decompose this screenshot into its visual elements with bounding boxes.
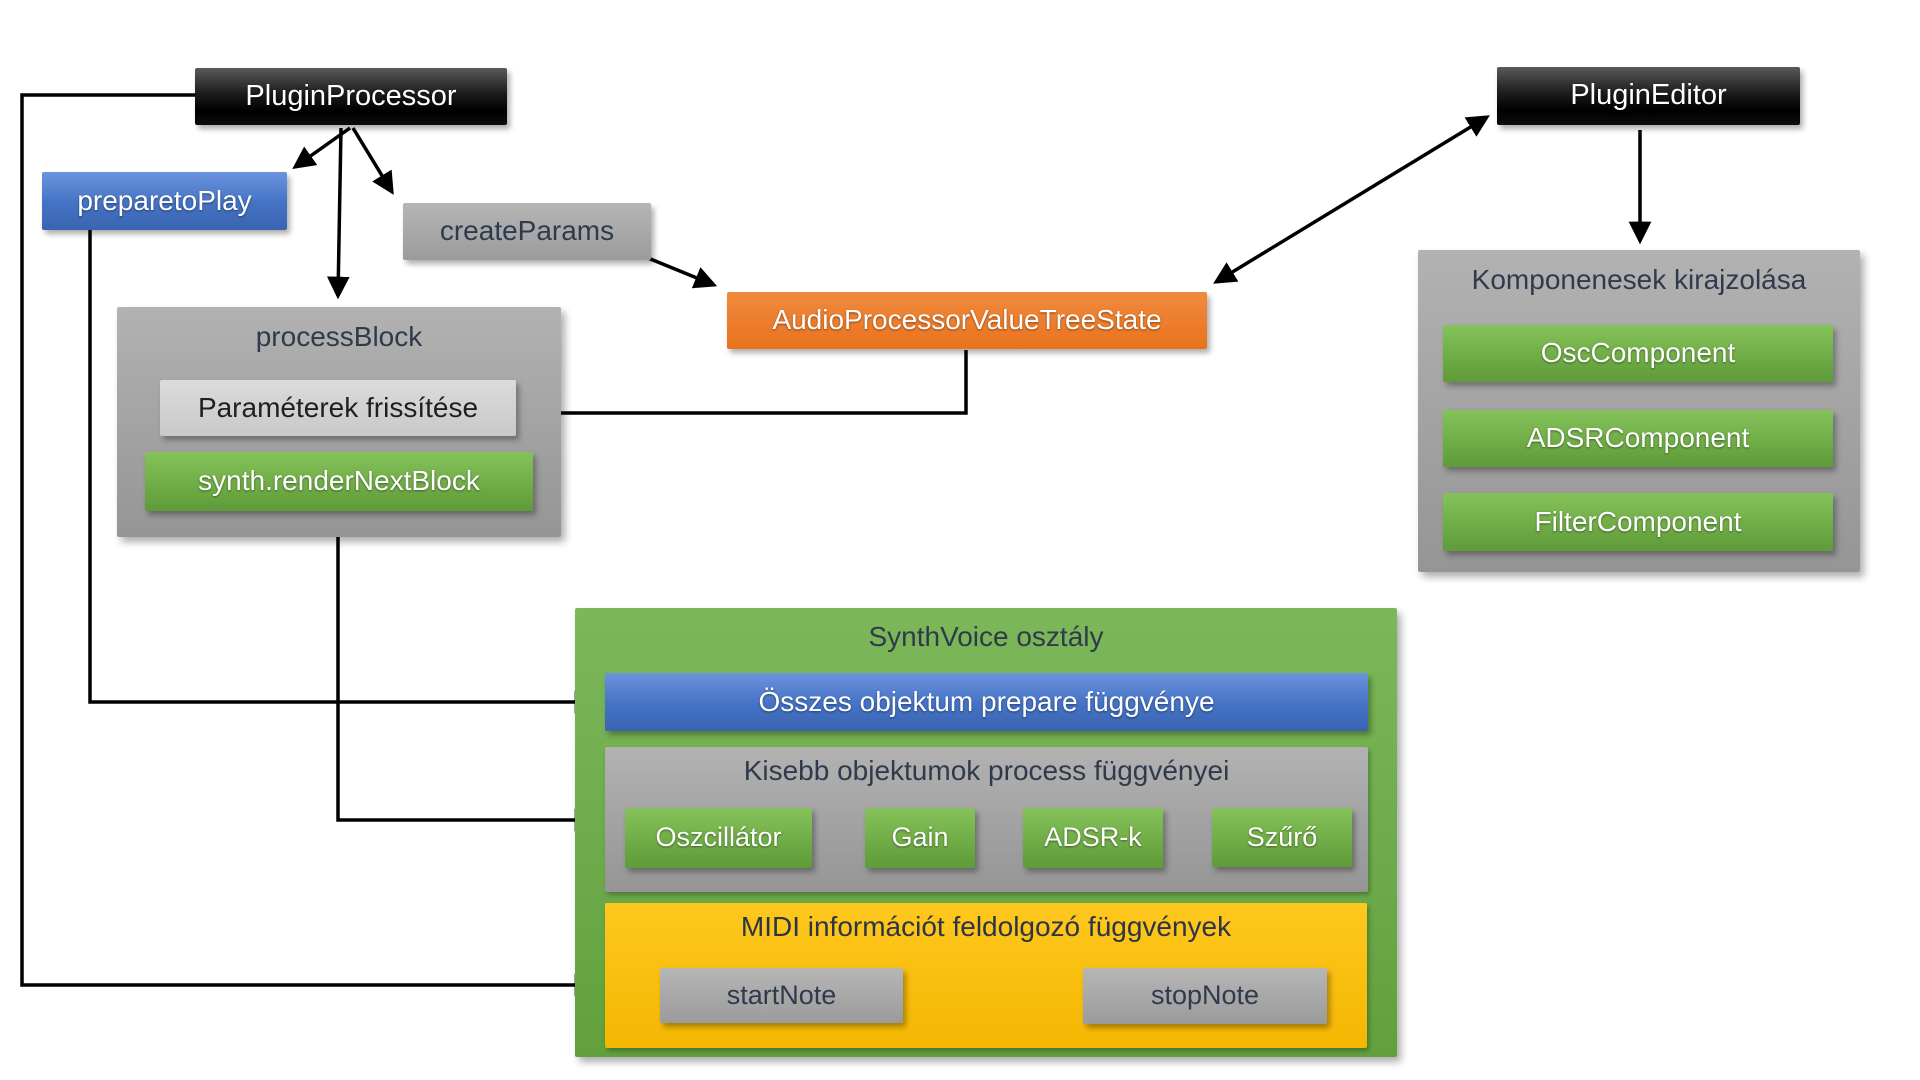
preparetoplay-box: preparetoPlay xyxy=(42,172,287,230)
adsr-k-box: ADSR-k xyxy=(1023,808,1163,868)
stopnote-box: stopNote xyxy=(1083,968,1327,1024)
wire-apvts-to-paramupdate xyxy=(524,350,968,425)
synthvoice-title: SynthVoice osztály xyxy=(868,621,1104,652)
szuro-box: Szűrő xyxy=(1212,808,1352,867)
processblock-title: processBlock xyxy=(255,321,423,352)
process-group-title: Kisebb objektumok process függvényei xyxy=(743,755,1230,786)
wire-rendernextblock-to-processgroup xyxy=(336,512,598,832)
synthvoice-panel: SynthVoice osztály Összes objektum prepa… xyxy=(575,608,1397,1057)
apvts-box: AudioProcessorValueTreeState xyxy=(727,292,1207,349)
gain-box: Gain xyxy=(865,808,975,868)
createparams-box: createParams xyxy=(403,203,651,260)
wire-preparetoplay-to-preparebar xyxy=(88,230,598,714)
process-group-panel: Kisebb objektumok process függvényei Osz… xyxy=(605,747,1368,892)
osc-component-box: OscComponent xyxy=(1443,325,1833,382)
param-update-box: Paraméterek frissítése xyxy=(160,380,516,436)
plugin-editor-box: PluginEditor xyxy=(1497,67,1800,125)
wire-createparams-to-apvts xyxy=(647,256,718,289)
oszcillator-box: Oszcillátor xyxy=(625,808,812,868)
midi-group-panel: MIDI információt feldolgozó függvények s… xyxy=(605,903,1367,1048)
wire-processor-to-processblock xyxy=(326,127,350,300)
components-panel-title: Komponenesek kirajzolása xyxy=(1471,264,1807,295)
startnote-box: startNote xyxy=(660,968,903,1023)
render-next-block-box: synth.renderNextBlock xyxy=(145,452,533,511)
processblock-panel: processBlock Paraméterek frissítése synt… xyxy=(117,307,561,537)
components-panel: Komponenesek kirajzolása OscComponent AD… xyxy=(1418,250,1860,572)
filter-component-box: FilterComponent xyxy=(1443,493,1833,551)
wire-processor-to-createparams xyxy=(351,127,394,195)
adsr-component-box: ADSRComponent xyxy=(1443,410,1833,467)
prepare-bar: Összes objektum prepare függvénye xyxy=(605,673,1368,731)
wire-apvts-editor-bidirectional xyxy=(1213,115,1490,284)
plugin-processor-box: PluginProcessor xyxy=(195,68,507,125)
midi-group-title: MIDI információt feldolgozó függvények xyxy=(740,911,1232,942)
wire-processor-to-midi xyxy=(20,93,598,997)
